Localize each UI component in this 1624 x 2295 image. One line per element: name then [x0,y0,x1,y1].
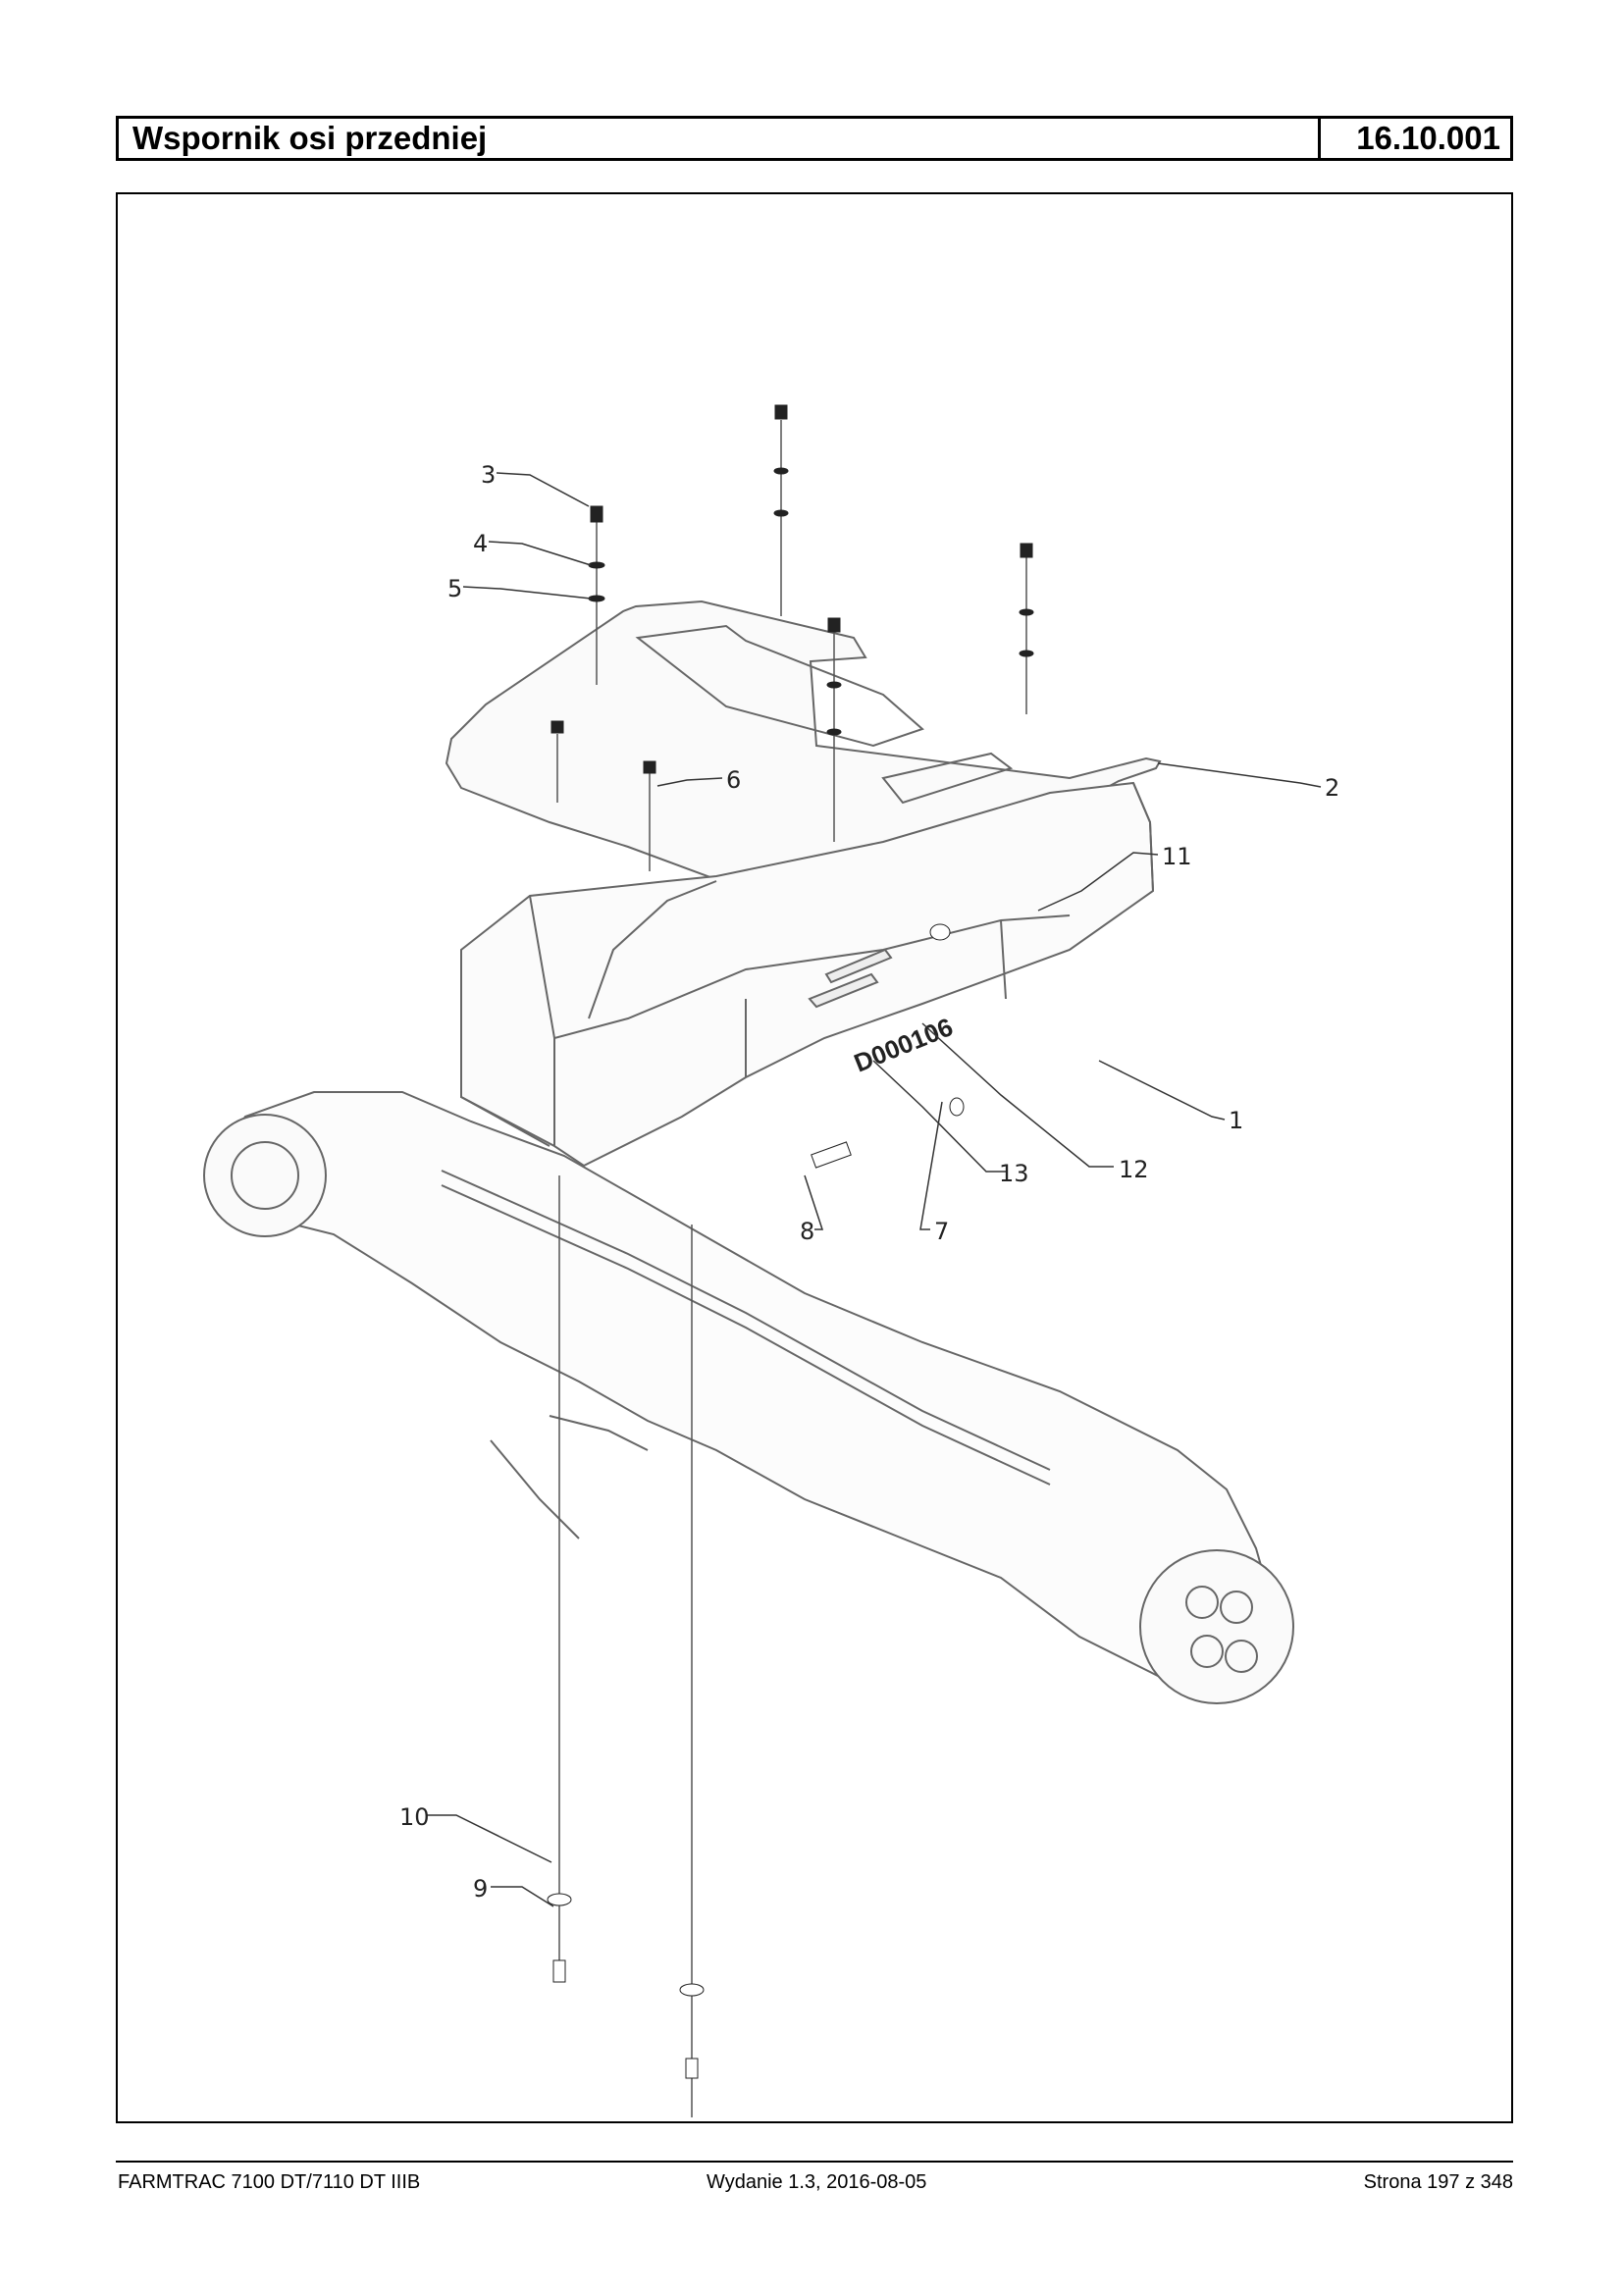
footer-model: FARMTRAC 7100 DT/7110 DT IIIB [118,2171,421,2193]
callout-11: 11 [1162,843,1192,870]
callout-3: 3 [481,461,496,489]
callout-2: 2 [1325,774,1339,802]
callout-6: 6 [726,766,741,794]
footer-divider [116,2161,1513,2163]
callout-8: 8 [800,1218,814,1245]
callout-12: 12 [1119,1156,1149,1183]
callout-4: 4 [473,530,488,557]
bolt-3 [590,505,603,523]
pin-13 [808,972,879,1009]
bolt-8 [811,1141,852,1169]
bolt-9 [552,1959,566,1983]
callout-5: 5 [447,575,462,602]
callout-labels: 1 2 3 4 5 6 7 8 9 10 11 12 13 [399,461,1339,1903]
footer-edition: Wydanie 1.3, 2016-08-05 [707,2171,927,2193]
exploded-parts-diagram: D000106 1 2 3 4 5 6 7 8 9 [203,404,1339,2117]
left-hub [203,1114,327,1237]
page-header: Wspornik osi przedniej 16.10.001 [116,116,1513,161]
callout-7: 7 [934,1218,949,1245]
right-hub [1139,1549,1294,1704]
nut-7 [949,1097,965,1117]
front-axle [209,1091,1278,1688]
callout-1: 1 [1229,1107,1243,1134]
page-title: Wspornik osi przedniej [132,120,488,156]
callout-13: 13 [999,1160,1029,1187]
callout-9: 9 [473,1875,488,1903]
footer-page-number: Strona 197 z 348 [1363,2171,1513,2193]
page-code: 16.10.001 [1318,119,1510,158]
diagram-frame: D000106 1 2 3 4 5 6 7 8 9 [116,192,1513,2123]
support-bracket [460,781,1155,1168]
washer-5 [588,595,605,602]
steering-tie-rod [441,1170,1051,1471]
callout-10: 10 [399,1803,430,1831]
pin-12 [824,948,893,984]
screw-6 [643,760,656,774]
washer-4 [588,561,605,569]
washer-10 [547,1893,572,1906]
washer-11 [929,923,951,941]
